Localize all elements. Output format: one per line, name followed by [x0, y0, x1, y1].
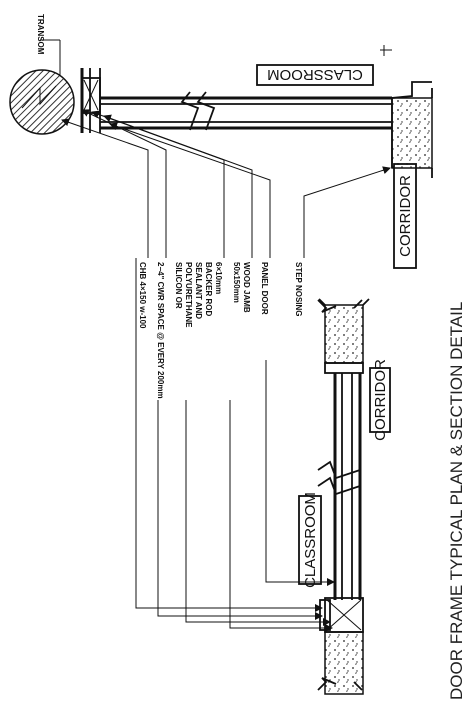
panel-door-callout: PANEL DOOR — [260, 262, 269, 315]
wood-jamb-callout-1: 50x150mm — [232, 262, 241, 303]
classroom-section-label: CLASSROOM — [256, 64, 374, 86]
svg-text:CLASSROOM: CLASSROOM — [302, 492, 319, 588]
svg-text:CORRIDOR: CORRIDOR — [397, 175, 414, 257]
silicon-callout-1: SILICON OR — [174, 262, 183, 309]
cwr-space-callout: 2−4" CWR SPACE @ EVERY 200mm — [156, 262, 165, 399]
section-leaders — [61, 109, 391, 258]
corridor-section-label: CORRIDOR — [393, 163, 417, 269]
silicon-callout-2: POLYURETHANE — [184, 262, 193, 328]
silicon-callout-5: 6×10mm — [214, 262, 223, 294]
chb-callout: CHB 4×150 w-100 — [138, 262, 147, 329]
plan-detail: CORRIDOR CLASSROOM — [298, 298, 391, 695]
transom-label: TRANSOM — [36, 14, 45, 55]
step-nosing-callout: STEP NOSING — [294, 262, 303, 317]
wood-jamb-callout-2: WOOD JAMB — [242, 262, 251, 313]
section-detail: CLASSROOM CORRIDOR — [9, 45, 433, 269]
silicon-callout-3: SEALANT AND — [194, 262, 203, 319]
callout-texts: CHB 4×150 w-100 2−4" CWR SPACE @ EVERY 2… — [138, 262, 303, 399]
classroom-plan-label: CLASSROOM — [298, 492, 322, 588]
floor-slab — [391, 97, 433, 169]
silicon-callout-4: BACKER ROD — [204, 262, 213, 316]
plan-leaders — [135, 258, 335, 632]
corridor-plan-label: CORRIDOR — [369, 359, 391, 441]
svg-text:CORRIDOR: CORRIDOR — [372, 359, 389, 441]
drawing-title: DOOR FRAME TYPICAL PLAN & SECTION DETAIL — [447, 302, 466, 700]
svg-text:CLASSROOM: CLASSROOM — [267, 66, 363, 83]
